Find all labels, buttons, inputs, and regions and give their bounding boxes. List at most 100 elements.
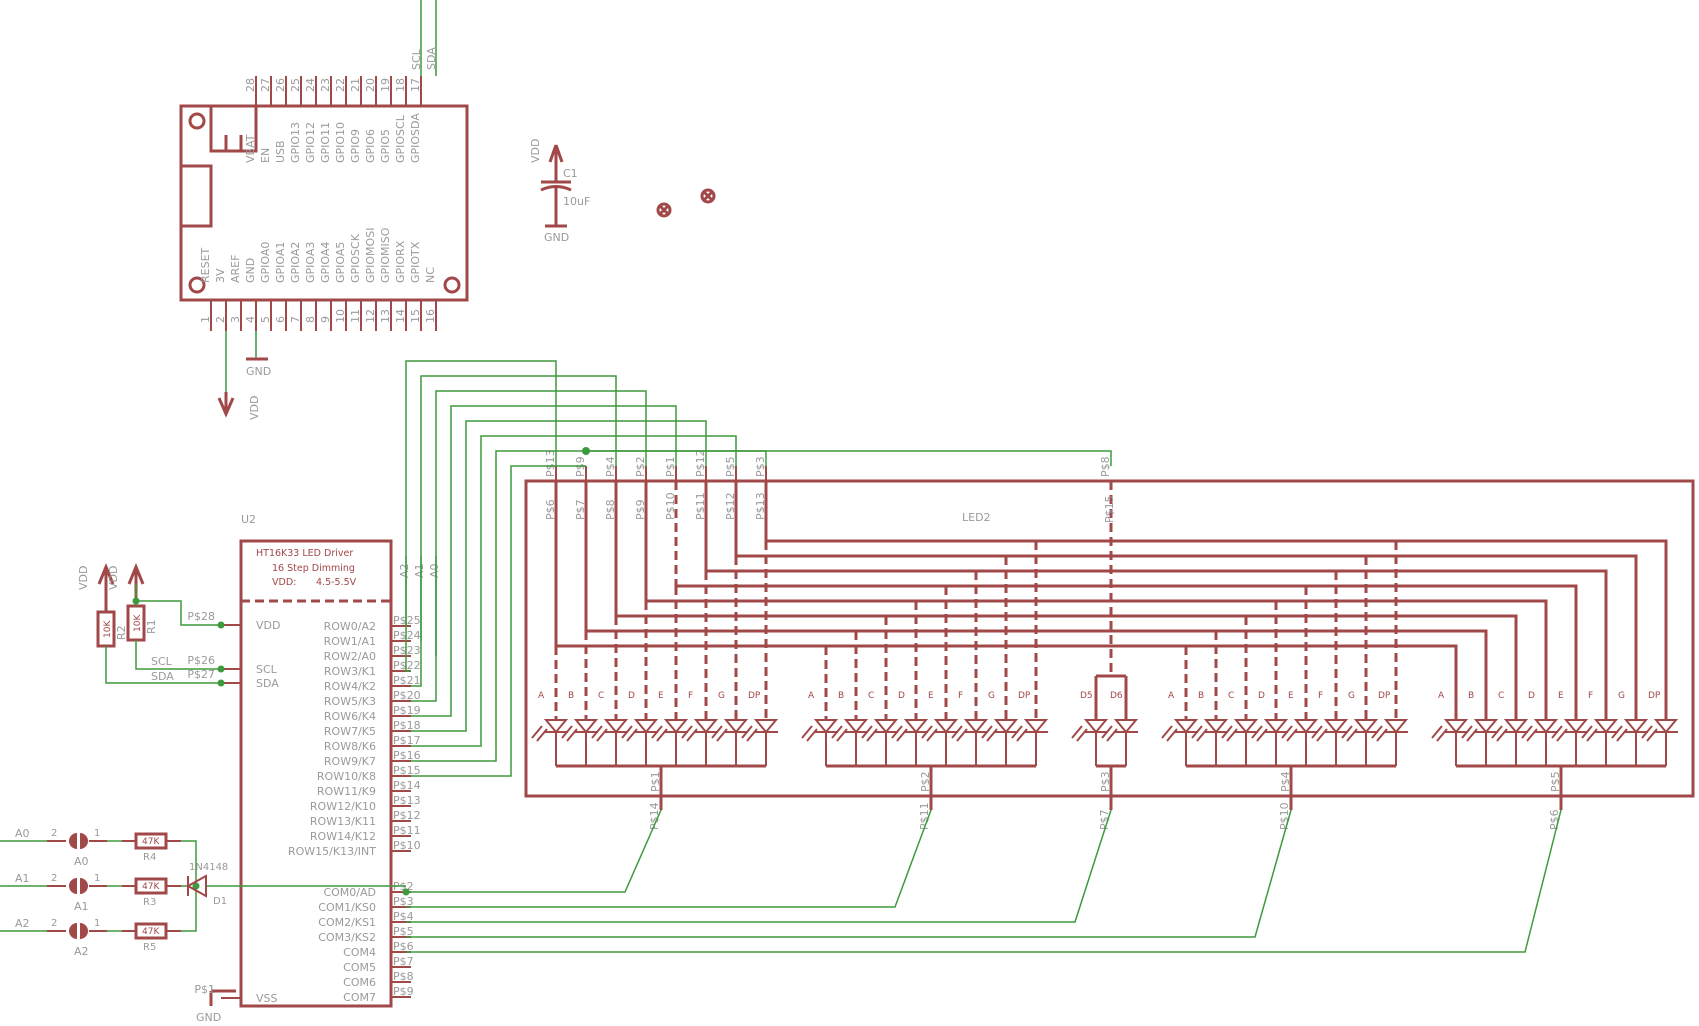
led-light-arrow-icon — [1251, 725, 1268, 742]
pin-name: ROW15/K13/INT — [288, 845, 376, 858]
feather-outline — [179, 104, 469, 302]
segment-label: DP — [1378, 691, 1391, 701]
led-light-arrow-icon — [681, 725, 698, 742]
solder-jumper-icon — [80, 833, 88, 849]
driver-row-pins: P$25ROW0/A2P$24ROW1/A1P$23ROW2/A0P$22ROW… — [288, 614, 421, 858]
pad-label: P$3 — [1099, 771, 1112, 792]
capacitor-c1[interactable]: VDD C1 10uF GND — [529, 139, 590, 244]
pad-label: P$14 — [648, 802, 661, 830]
resistor-value: 10K — [133, 614, 143, 632]
pin-name: GPIO12 — [304, 122, 317, 163]
driver-gnd-label: GND — [196, 1011, 221, 1024]
led-light-arrow-icon — [1161, 725, 1178, 742]
pin-number: 2 — [51, 828, 57, 839]
row-wire — [405, 360, 557, 672]
led-icon — [1323, 719, 1349, 766]
pin-number: 1 — [199, 316, 212, 323]
feather-power-wires[interactable] — [225, 331, 257, 392]
ht16k33-driver[interactable]: U2 HT16K33 LED Driver 16 Step Dimming VD… — [196, 513, 441, 1024]
resistor-ref: R1 — [145, 619, 158, 634]
diode-d1[interactable]: 1N4148 D1 — [185, 862, 228, 907]
segment-label: C — [1228, 691, 1234, 701]
segment-label: F — [1318, 691, 1323, 701]
pin-name: NC — [424, 267, 437, 283]
pin-name: GPIOTX — [409, 241, 422, 283]
led-icon — [933, 719, 959, 766]
i2c-wires[interactable] — [420, 0, 437, 76]
pin-name: GPIOA4 — [319, 242, 332, 283]
resistor-ref: R5 — [143, 942, 156, 953]
resistor-ref: R3 — [143, 897, 156, 908]
pad-label: P$3 — [393, 895, 414, 908]
pin-name: ROW12/K10 — [310, 800, 376, 813]
led-icon — [813, 719, 839, 766]
row-wires[interactable] — [405, 360, 1562, 953]
solder-jumper-icon — [69, 833, 77, 849]
led-icon — [1563, 719, 1589, 766]
led-light-arrow-icon — [1431, 725, 1448, 742]
pad-label: P$12 — [724, 492, 737, 520]
led-light-arrow-icon — [891, 725, 908, 742]
diode-ref: D1 — [213, 896, 227, 907]
pad-label: P$28 — [187, 610, 215, 623]
vdd-arrow-icon — [217, 392, 235, 418]
pad-label: P$2 — [634, 456, 647, 477]
segment-label: G — [718, 691, 725, 701]
pin-number: 21 — [349, 78, 362, 92]
row-wire — [411, 420, 707, 732]
pin-name: VDD — [256, 619, 280, 632]
row-wire — [411, 435, 737, 747]
jumper-ref: A0 — [74, 855, 89, 868]
pad-label: P$12 — [694, 449, 707, 477]
pin-name: GPIOA2 — [289, 242, 302, 283]
led-icon — [1113, 719, 1139, 766]
driver-outline — [239, 539, 393, 1008]
segment-label: DP — [1648, 691, 1661, 701]
segment-label: A — [538, 691, 545, 701]
pad-label: P$1 — [649, 771, 662, 792]
junction-dot-icon — [132, 597, 140, 605]
net-label-sda: SDA — [151, 670, 174, 683]
pin-number: 19 — [379, 78, 392, 92]
segment-label: E — [1558, 691, 1564, 701]
resistor-value: 10K — [103, 620, 113, 638]
segment-label: F — [688, 691, 693, 701]
pin-number: 12 — [364, 309, 377, 323]
segment-label: C — [598, 691, 604, 701]
led-icon — [1293, 719, 1319, 766]
led-icon — [1233, 719, 1259, 766]
pad-label: P$11 — [694, 492, 707, 520]
segment-label: A — [1438, 691, 1445, 701]
pad-label: P$1 — [664, 456, 677, 477]
colon-bus — [1094, 674, 1128, 720]
feather-board[interactable]: 28VBAT27EN26USB25GPIO1324GPIO1223GPIO112… — [179, 76, 469, 331]
segment-label: A — [808, 691, 815, 701]
led-light-arrow-icon — [1521, 725, 1538, 742]
cap-vdd-label: VDD — [529, 139, 542, 163]
pad-label: P$19 — [393, 704, 421, 717]
resistor-ref: R4 — [143, 852, 156, 863]
pin-number: 11 — [349, 309, 362, 323]
led-light-arrow-icon — [1311, 725, 1328, 742]
led-light-arrow-icon — [561, 725, 578, 742]
address-net-label: A2 — [398, 563, 411, 578]
vdd-label: VDD — [77, 566, 90, 590]
pin-name: GPIOA1 — [274, 242, 287, 283]
pin-name: ROW11/K9 — [317, 785, 376, 798]
pin-name: GPIOSDA — [409, 113, 422, 163]
segment-label: B — [568, 691, 574, 701]
solder-jumper-icon — [80, 878, 88, 894]
vdd-label: VDD — [248, 396, 261, 420]
vdd-arrow-icon — [541, 144, 571, 184]
led-light-arrow-icon — [801, 725, 818, 742]
pin-number: 4 — [244, 316, 257, 323]
net-label: A1 — [15, 872, 30, 885]
pin-name: GPIOSCL — [394, 114, 407, 163]
row-wire — [411, 465, 586, 777]
resistor-value: 47K — [142, 837, 160, 847]
pad-label: P$8 — [604, 499, 617, 520]
